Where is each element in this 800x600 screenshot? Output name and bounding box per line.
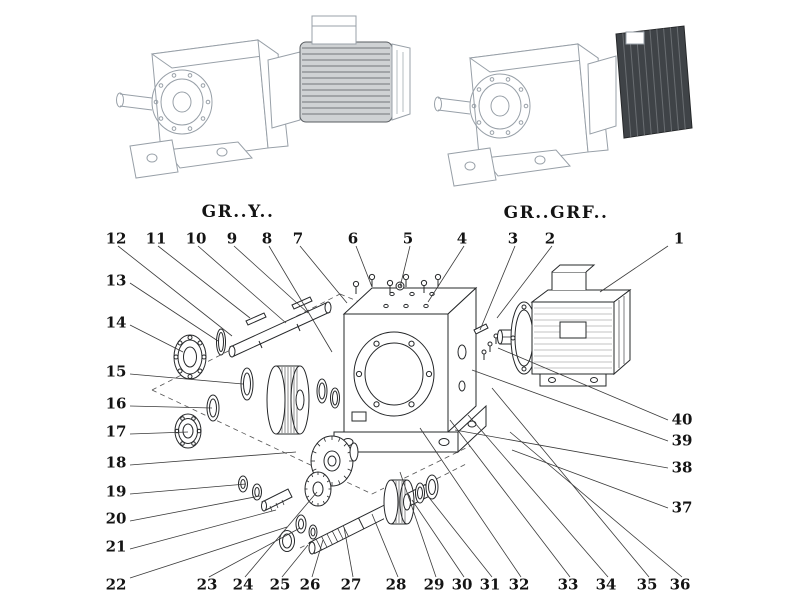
part-callout-28: 28 bbox=[385, 575, 407, 594]
part-callout-30: 30 bbox=[451, 575, 473, 594]
part-callout-38: 38 bbox=[671, 458, 693, 477]
part-callout-4: 4 bbox=[456, 229, 468, 248]
part-callout-2: 2 bbox=[544, 229, 556, 248]
gearmotor-drawing-right bbox=[434, 25, 693, 187]
part-callout-22: 22 bbox=[105, 575, 127, 594]
part-callout-24: 24 bbox=[232, 575, 254, 594]
part-callout-18: 18 bbox=[105, 453, 127, 472]
part-callout-19: 19 bbox=[105, 482, 127, 501]
cover-bolts bbox=[352, 273, 442, 294]
part-callout-23: 23 bbox=[196, 575, 218, 594]
part-callout-34: 34 bbox=[595, 575, 617, 594]
intermediate-parts-group bbox=[238, 471, 332, 552]
part-callout-15: 15 bbox=[105, 362, 127, 381]
part-callout-31: 31 bbox=[479, 575, 501, 594]
motor-drawing bbox=[510, 264, 632, 387]
part-callout-1: 1 bbox=[673, 229, 685, 248]
leader-lines bbox=[117, 245, 683, 579]
part-callout-39: 39 bbox=[671, 431, 693, 450]
part-callout-7: 7 bbox=[292, 229, 304, 248]
part-callout-12: 12 bbox=[105, 229, 127, 248]
part-callout-36: 36 bbox=[669, 575, 691, 594]
part-callout-11: 11 bbox=[145, 229, 167, 248]
part-callout-14: 14 bbox=[105, 313, 127, 332]
part-callout-9: 9 bbox=[226, 229, 238, 248]
part-callout-16: 16 bbox=[105, 394, 127, 413]
gearmotor-drawing-left bbox=[116, 15, 411, 179]
part-callout-25: 25 bbox=[269, 575, 291, 594]
part-callout-20: 20 bbox=[105, 509, 127, 528]
bearing-and-seal-group bbox=[173, 328, 254, 449]
part-callout-33: 33 bbox=[557, 575, 579, 594]
part-callout-27: 27 bbox=[340, 575, 362, 594]
gearbox-housing bbox=[333, 286, 487, 454]
part-callout-8: 8 bbox=[261, 229, 273, 248]
figure-caption-right: GR..GRF.. bbox=[503, 203, 609, 223]
part-callout-21: 21 bbox=[105, 537, 127, 556]
part-callout-17: 17 bbox=[105, 422, 127, 441]
part-callout-3: 3 bbox=[507, 229, 519, 248]
part-callout-13: 13 bbox=[105, 271, 127, 290]
part-callout-6: 6 bbox=[347, 229, 359, 248]
part-callout-26: 26 bbox=[299, 575, 321, 594]
first-stage-gear bbox=[266, 365, 340, 435]
part-callout-29: 29 bbox=[423, 575, 445, 594]
part-callout-32: 32 bbox=[508, 575, 530, 594]
part-callout-35: 35 bbox=[636, 575, 658, 594]
part-callout-5: 5 bbox=[402, 229, 414, 248]
part-callout-10: 10 bbox=[185, 229, 207, 248]
part-callout-40: 40 bbox=[671, 410, 693, 429]
part-callout-37: 37 bbox=[671, 498, 693, 517]
figure-caption-left: GR..Y.. bbox=[201, 202, 275, 222]
input-shaft-group bbox=[228, 296, 332, 358]
exploded-view-drawing bbox=[117, 245, 683, 579]
